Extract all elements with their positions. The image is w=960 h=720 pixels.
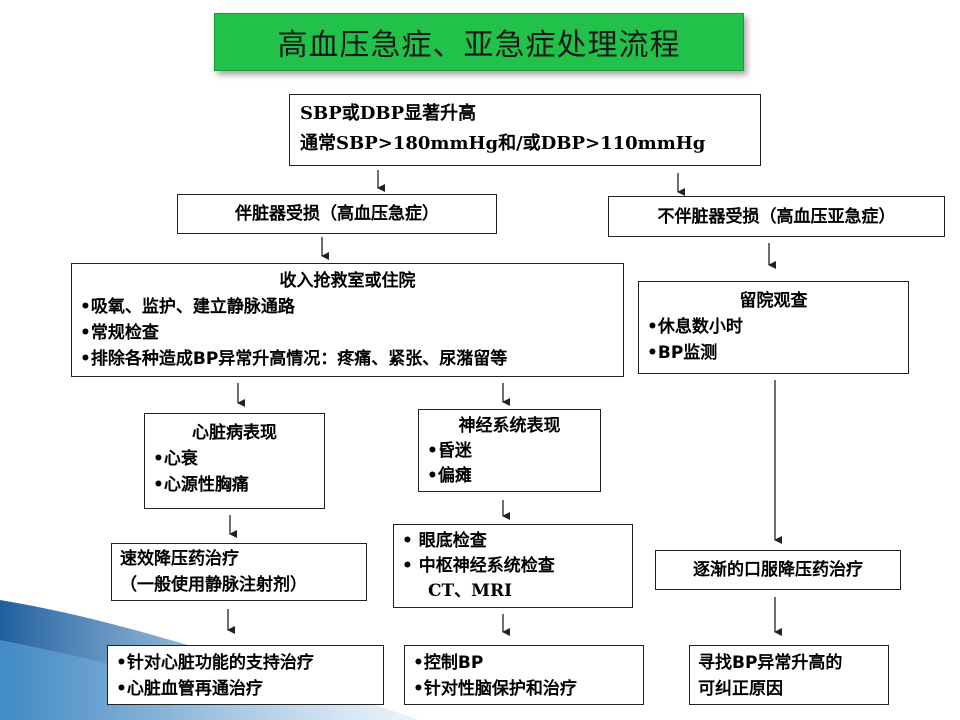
right-branch-label: 不伴脏器受损（高血压亚急症） (657, 206, 896, 227)
admit-title: 收入抢救室或住院 (279, 271, 416, 291)
cardiac-treat-item: •心脏血管再通治疗 (116, 679, 263, 699)
neuro-box: 神经系统表现 •昏迷 •偏瘫 (418, 409, 601, 492)
neuro-treat-item: •针对性脑保护和治疗 (413, 679, 577, 699)
observe-title: 留院观查 (739, 291, 808, 311)
cardiac-item: •心源性胸痛 (153, 475, 249, 495)
top-line-2: 通常SBP>180mmHg和/或DBP>110mmHg (300, 133, 706, 154)
admit-item: •吸氧、监护、建立静脉通路 (80, 297, 295, 317)
observe-item: •BP监测 (647, 343, 718, 363)
right-branch-box: 不伴脏器受损（高血压亚急症） (608, 196, 945, 237)
cardiac-item: •心衰 (153, 449, 198, 469)
find-cause-box: 寻找BP异常升高的 可纠正原因 (689, 645, 889, 705)
rapid-line-1: 速效降压药治疗 (120, 549, 239, 569)
exam-item: • 中枢神经系统检查 (402, 556, 555, 576)
neuro-title: 神经系统表现 (458, 416, 561, 436)
find-line-2: 可纠正原因 (698, 679, 783, 699)
neuro-treat-item: •控制BP (413, 653, 484, 673)
rapid-treatment-box: 速效降压药治疗 （一般使用静脉注射剂） (111, 543, 367, 601)
top-condition-box: SBP或DBP显著升高 通常SBP>180mmHg和/或DBP>110mmHg (289, 94, 761, 166)
neuro-item: •偏瘫 (427, 466, 472, 486)
find-line-1: 寻找BP异常升高的 (698, 653, 843, 673)
oral-treatment-box: 逐渐的口服降压药治疗 (655, 550, 901, 590)
exam-item: • 眼底检查 (402, 531, 487, 551)
neuro-item: •昏迷 (427, 441, 472, 461)
left-branch-label: 伴脏器受损（高血压急症） (235, 204, 439, 224)
admit-item: •排除各种造成BP异常升高情况：疼痛、紧张、尿潴留等 (80, 349, 508, 369)
page-title: 高血压急症、亚急症处理流程 (214, 13, 744, 71)
exam-item: CT、MRI (428, 581, 513, 601)
cardiac-box: 心脏病表现 •心衰 •心源性胸痛 (144, 413, 325, 509)
admit-box: 收入抢救室或住院 •吸氧、监护、建立静脉通路 •常规检查 •排除各种造成BP异常… (71, 263, 624, 377)
cardiac-title: 心脏病表现 (192, 423, 277, 443)
neuro-treatment-box: •控制BP •针对性脑保护和治疗 (404, 645, 644, 705)
rapid-line-2: （一般使用静脉注射剂） (120, 575, 307, 595)
observe-box: 留院观查 •休息数小时 •BP监测 (638, 281, 909, 374)
top-line-1: SBP或DBP显著升高 (300, 103, 477, 124)
exam-box: • 眼底检查 • 中枢神经系统检查 CT、MRI (393, 524, 633, 608)
oral-treatment-label: 逐渐的口服降压药治疗 (693, 560, 863, 580)
cardiac-treatment-box: •针对心脏功能的支持治疗 •心脏血管再通治疗 (107, 645, 384, 705)
observe-item: •休息数小时 (647, 317, 743, 337)
left-branch-box: 伴脏器受损（高血压急症） (177, 194, 497, 234)
cardiac-treat-item: •针对心脏功能的支持治疗 (116, 653, 314, 673)
admit-item: •常规检查 (80, 323, 159, 343)
